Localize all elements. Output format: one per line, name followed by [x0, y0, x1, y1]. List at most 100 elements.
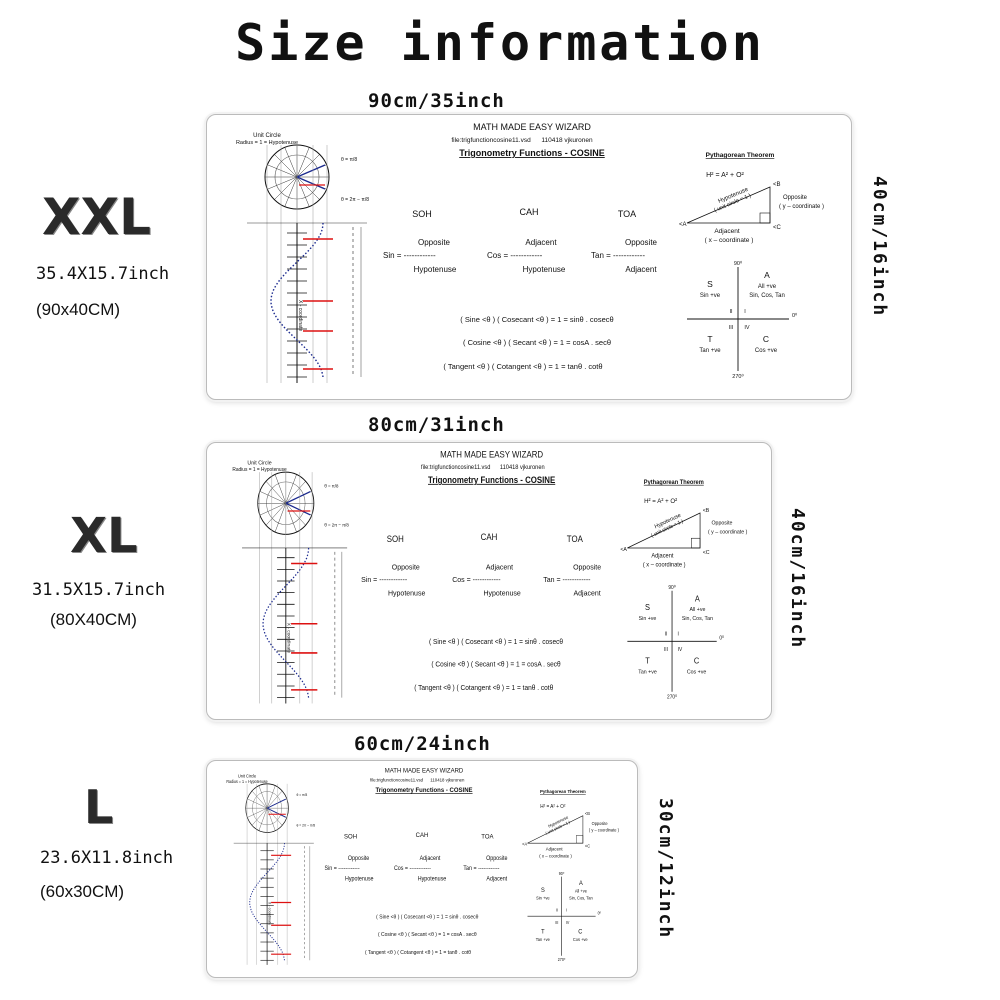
point-a: <A [522, 841, 527, 846]
radius-label: Radius = 1 = Hypotenuse [232, 467, 286, 473]
xl-size-name: XL [70, 508, 138, 564]
cos-denominator: Hypotenuse [483, 588, 520, 597]
sin-denominator: Hypotenuse [388, 588, 425, 597]
quadrant-iv: IV [566, 920, 570, 925]
y-coordinate-label: ( y – coordinate ) [708, 529, 748, 535]
degree-0: 0⁰ [598, 910, 602, 915]
quadrant-ii: II [556, 907, 558, 912]
cos-numerator: Adjacent [420, 856, 441, 862]
pad-file-name: file:trigfunctioncosine11.vsd [370, 777, 423, 782]
cos-denominator: Hypotenuse [523, 265, 566, 274]
point-c: <C [703, 550, 710, 556]
soh-label: SOH [344, 833, 357, 840]
cos-numerator: Adjacent [486, 562, 513, 571]
opposite-label: Opposite [783, 195, 808, 201]
point-c: <C [585, 843, 590, 848]
point-b: <B [703, 508, 710, 514]
x-coordinate-label: X - coordinate [287, 623, 292, 654]
point-b: <B [773, 182, 781, 188]
quadrant-t-sub: Tan +ve [638, 669, 657, 675]
quadrant-iii: III [555, 920, 558, 925]
y-coordinate-label: ( y – coordinate ) [589, 827, 620, 832]
pad-file-name: file:trigfunctioncosine11.vsd [421, 465, 490, 471]
toa-label: TOA [481, 833, 494, 840]
degree-90: 90⁰ [668, 585, 675, 591]
cah-label: CAH [519, 207, 538, 217]
formula-tangent: ( Tangent <θ ) ( Cotangent <θ ) = 1 = ta… [414, 685, 553, 692]
quadrant-s-sub: Sin +ve [536, 895, 550, 900]
quadrant-c-sub: Cos +ve [755, 348, 778, 354]
quadrant-iii: III [729, 325, 734, 331]
quadrant-c: C [763, 334, 769, 344]
pad-subtitle: Trigonometry Functions - COSINE [375, 787, 473, 794]
tan-numerator: Opposite [625, 238, 658, 247]
cah-label: CAH [416, 832, 429, 839]
cos-equation: Cos = ------------ [394, 866, 431, 872]
pad-file-code: 110418 vjkuronen [500, 465, 545, 471]
radius-label: Radius = 1 = Hypotenuse [226, 779, 267, 784]
pythagorean-title: Pythagorean Theorem [540, 789, 586, 794]
quadrant-a: A [695, 594, 701, 603]
sin-denominator: Hypotenuse [414, 265, 457, 274]
quadrant-iii: III [664, 647, 668, 653]
degree-270: 270⁰ [558, 957, 566, 962]
pad-heading: MATH MADE EASY WIZARD [440, 449, 543, 460]
soh-label: SOH [387, 534, 404, 545]
sin-equation: Sin = ------------ [361, 575, 408, 584]
formula-tangent: ( Tangent <θ ) ( Cotangent <θ ) = 1 = ta… [365, 950, 471, 956]
tan-equation: Tan = ------------ [463, 866, 499, 872]
pad-heading: MATH MADE EASY WIZARD [385, 767, 464, 774]
tan-denominator: Adjacent [625, 265, 657, 274]
l-size-name: L [84, 780, 114, 834]
degree-90: 90⁰ [559, 871, 565, 876]
quadrant-a-sub1: All +ve [758, 284, 777, 290]
pythagorean-title: Pythagorean Theorem [706, 152, 775, 159]
quadrant-s-sub: Sin +ve [639, 616, 657, 622]
l-dims-cm: (60x30CM) [40, 882, 125, 901]
sin-equation: Sin = ------------ [325, 866, 360, 872]
degree-0: 0⁰ [719, 635, 724, 641]
formula-sine: ( Sine <θ ) ( Cosecant <θ ) = 1 = sinθ .… [376, 914, 478, 920]
formula-cosine: ( Cosine <θ ) ( Secant <θ ) = 1 = cosA .… [463, 338, 611, 347]
xxl-width-label: 90cm/35inch [368, 90, 505, 112]
x-coordinate2-label: ( x – coordinate ) [705, 237, 754, 244]
opposite-label: Opposite [711, 520, 732, 526]
quadrant-s: S [707, 279, 713, 289]
point-a: <A [620, 547, 627, 553]
quadrant-t: T [645, 656, 650, 665]
unit-circle-label: Unit Circle [253, 133, 281, 139]
xl-dims-cm: (80X40CM) [50, 610, 137, 629]
quadrant-ii: II [729, 309, 733, 315]
quadrant-t-sub: Tan +ve [699, 348, 721, 354]
pythagorean-equation: H² = A² + O² [644, 498, 678, 505]
xxl-dims-cm: (90x40CM) [36, 300, 121, 319]
quadrant-s: S [541, 887, 545, 894]
tan-denominator: Adjacent [573, 588, 600, 597]
quadrant-a: A [764, 270, 770, 280]
pythagorean-equation: H² = A² + O² [540, 804, 565, 810]
cos-equation: Cos = ------------ [487, 251, 543, 260]
point-c: <C [773, 225, 782, 231]
quadrant-c-sub: Cos +ve [573, 937, 588, 942]
cos-numerator: Adjacent [525, 238, 557, 247]
quadrant-a-sub1: All +ve [689, 607, 705, 613]
pad-file-code: 110418 vjkuronen [541, 137, 593, 144]
formula-cosine: ( Cosine <θ ) ( Secant <θ ) = 1 = cosA .… [431, 661, 560, 668]
pad-file-name: file:trigfunctioncosine11.vsd [451, 137, 531, 144]
sin-numerator: Opposite [418, 238, 451, 247]
page-title: Size information [235, 14, 765, 72]
theta-2pi-label: θ = 2π − π/8 [341, 197, 369, 203]
quadrant-c: C [694, 656, 700, 665]
formula-sine: ( Sine <θ ) ( Cosecant <θ ) = 1 = sinθ .… [429, 639, 563, 646]
